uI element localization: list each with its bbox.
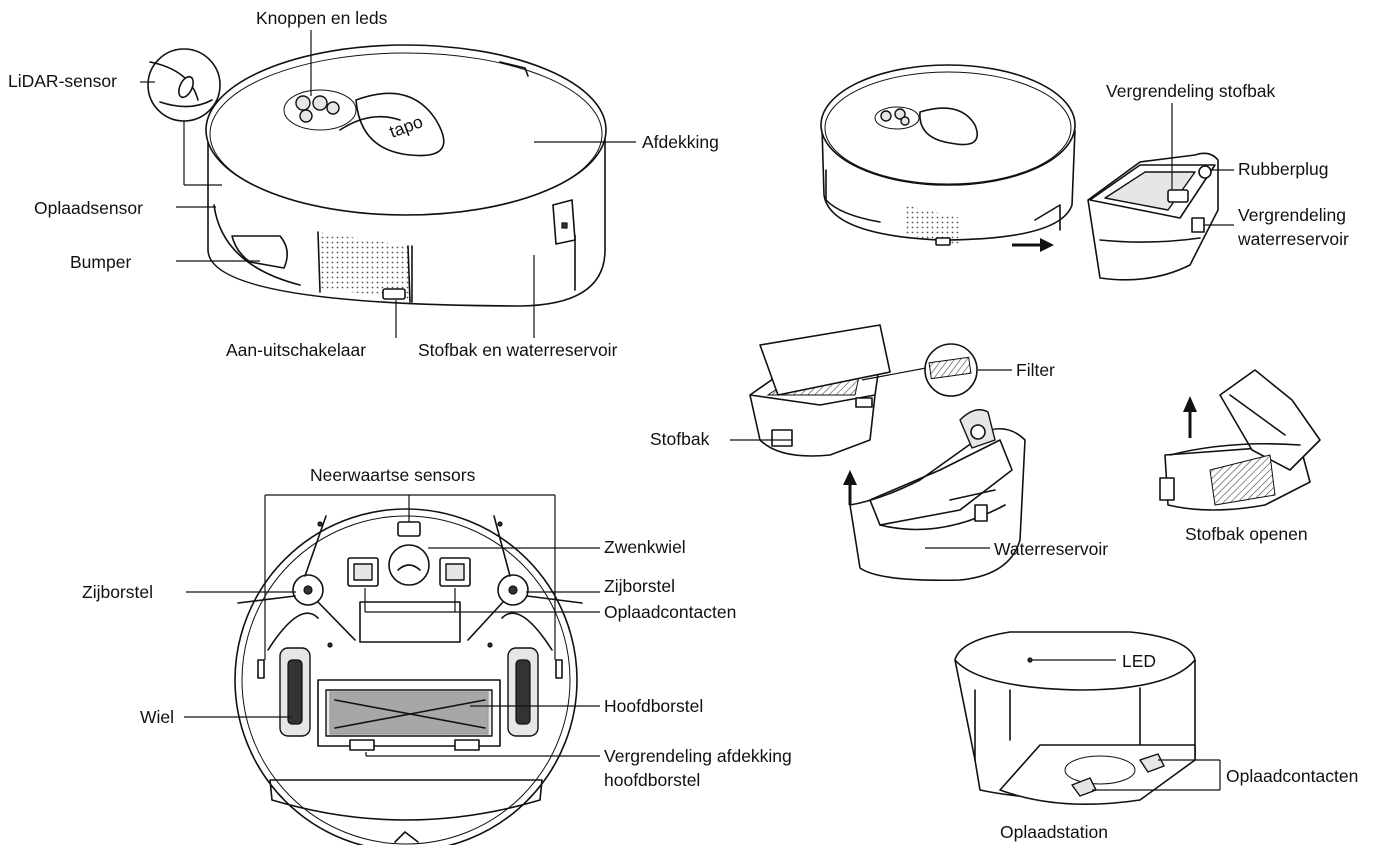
label-water-tank: Waterreservoir [994, 539, 1108, 559]
dustbin-latch [552, 199, 576, 245]
label-dock: Oplaadstation [1000, 822, 1108, 842]
label-dustbin: Stofbak [650, 429, 710, 449]
lidar-zoom-callout [147, 48, 222, 186]
label-caster: Zwenkwiel [604, 537, 686, 557]
power-switch [382, 288, 406, 300]
rubber-plug [1198, 165, 1212, 179]
label-filter: Filter [1016, 360, 1055, 380]
removed-dustbin-tank [1087, 152, 1219, 281]
label-buttons-leds: Knoppen en leds [256, 8, 388, 28]
label-tank-latch-line2: waterreservoir [1237, 229, 1349, 249]
label-brush-cover-latch-line1: Vergrendeling afdekking [604, 746, 792, 766]
label-wheel: Wiel [140, 707, 174, 727]
filter-lid [759, 324, 891, 396]
label-side-brush-left: Zijborstel [82, 582, 153, 602]
label-charge-contacts: Oplaadcontacten [604, 602, 736, 622]
arrow-right [1012, 238, 1054, 252]
label-cover: Afdekking [642, 132, 719, 152]
label-main-brush: Hoofdborstel [604, 696, 703, 716]
label-lidar: LiDAR-sensor [8, 71, 117, 91]
label-side-brush-right: Zijborstel [604, 576, 675, 596]
label-dustbin-tank: Stofbak en waterreservoir [418, 340, 618, 360]
open-dustbin [1159, 369, 1321, 511]
charging-dock [954, 631, 1196, 806]
arrow-up-middle [843, 470, 857, 505]
label-charge-sensor: Oplaadsensor [34, 198, 143, 218]
lidar-sensor-window [178, 75, 194, 99]
robot-top-view: tapo [205, 44, 607, 307]
vent-grille [318, 232, 410, 300]
label-bumper: Bumper [70, 252, 131, 272]
label-power-switch: Aan-uitschakelaar [226, 340, 366, 360]
label-brush-cover-latch-line2: hoofdborstel [604, 770, 700, 790]
label-rubber-plug: Rubberplug [1238, 159, 1328, 179]
tank-latch [1191, 217, 1205, 233]
label-dock-contacts: Oplaadcontacten [1226, 766, 1358, 786]
label-dustbin-latch: Vergrendeling stofbak [1106, 81, 1276, 101]
label-cliff-sensors: Neerwaartse sensors [310, 465, 476, 485]
arrow-up-right [1183, 396, 1197, 438]
label-dock-led: LED [1122, 651, 1156, 671]
label-tank-latch-line1: Vergrendeling [1238, 205, 1346, 225]
robot-bin-removed [820, 64, 1076, 246]
robot-underside [234, 508, 583, 850]
label-open-dustbin: Stofbak openen [1185, 524, 1308, 544]
bumper-window [231, 235, 288, 269]
water-tank [849, 409, 1026, 582]
filter-icon [928, 356, 972, 380]
filter-zoom [924, 343, 978, 397]
dustbin-exploded [749, 324, 891, 457]
dock-led [1027, 657, 1033, 663]
